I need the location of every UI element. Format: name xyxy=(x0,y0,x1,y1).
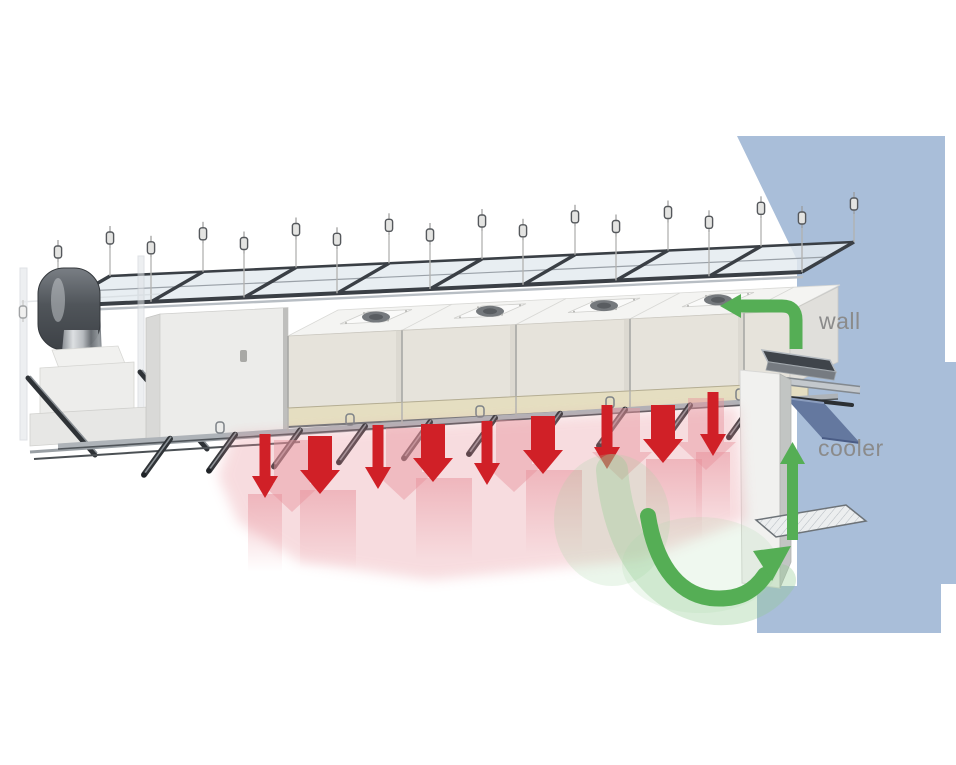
wall-label: wall xyxy=(818,308,861,334)
mesh-floor xyxy=(754,504,868,538)
cooler-duct xyxy=(786,398,860,443)
airflow-floor-return-arrow xyxy=(640,508,791,607)
airflow-wall-arrow xyxy=(720,294,803,349)
cooler-label: cooler xyxy=(818,435,884,461)
enclosure-cabinet xyxy=(145,307,289,442)
airflow-return xyxy=(554,294,805,626)
infeed-platform xyxy=(29,345,149,447)
airflow-cooler-arrow xyxy=(780,442,805,540)
outfeed-tray xyxy=(760,349,838,381)
